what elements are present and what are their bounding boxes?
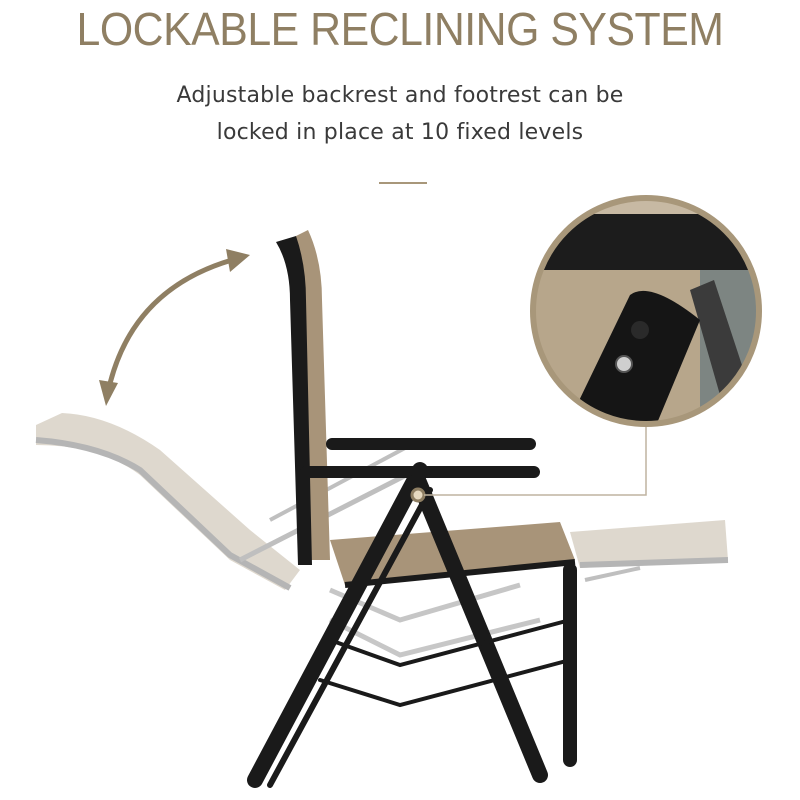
curved-double-arrow-icon [99, 249, 250, 406]
banner-subtitle-line-1: Adjustable backrest and footrest can be [176, 83, 624, 108]
callout-line [424, 424, 647, 496]
title-divider [379, 182, 427, 184]
lock-mechanism-closeup [530, 195, 762, 427]
chair-legs [247, 462, 577, 788]
extended-footrest-ghost [570, 520, 729, 582]
banner-title: LOCKABLE RECLINING SYSTEM [76, 3, 724, 55]
upright-backrest [276, 230, 330, 565]
banner-subtitle-line-2: locked in place at 10 fixed levels [216, 120, 584, 145]
lock-pivot-highlight [410, 487, 426, 503]
